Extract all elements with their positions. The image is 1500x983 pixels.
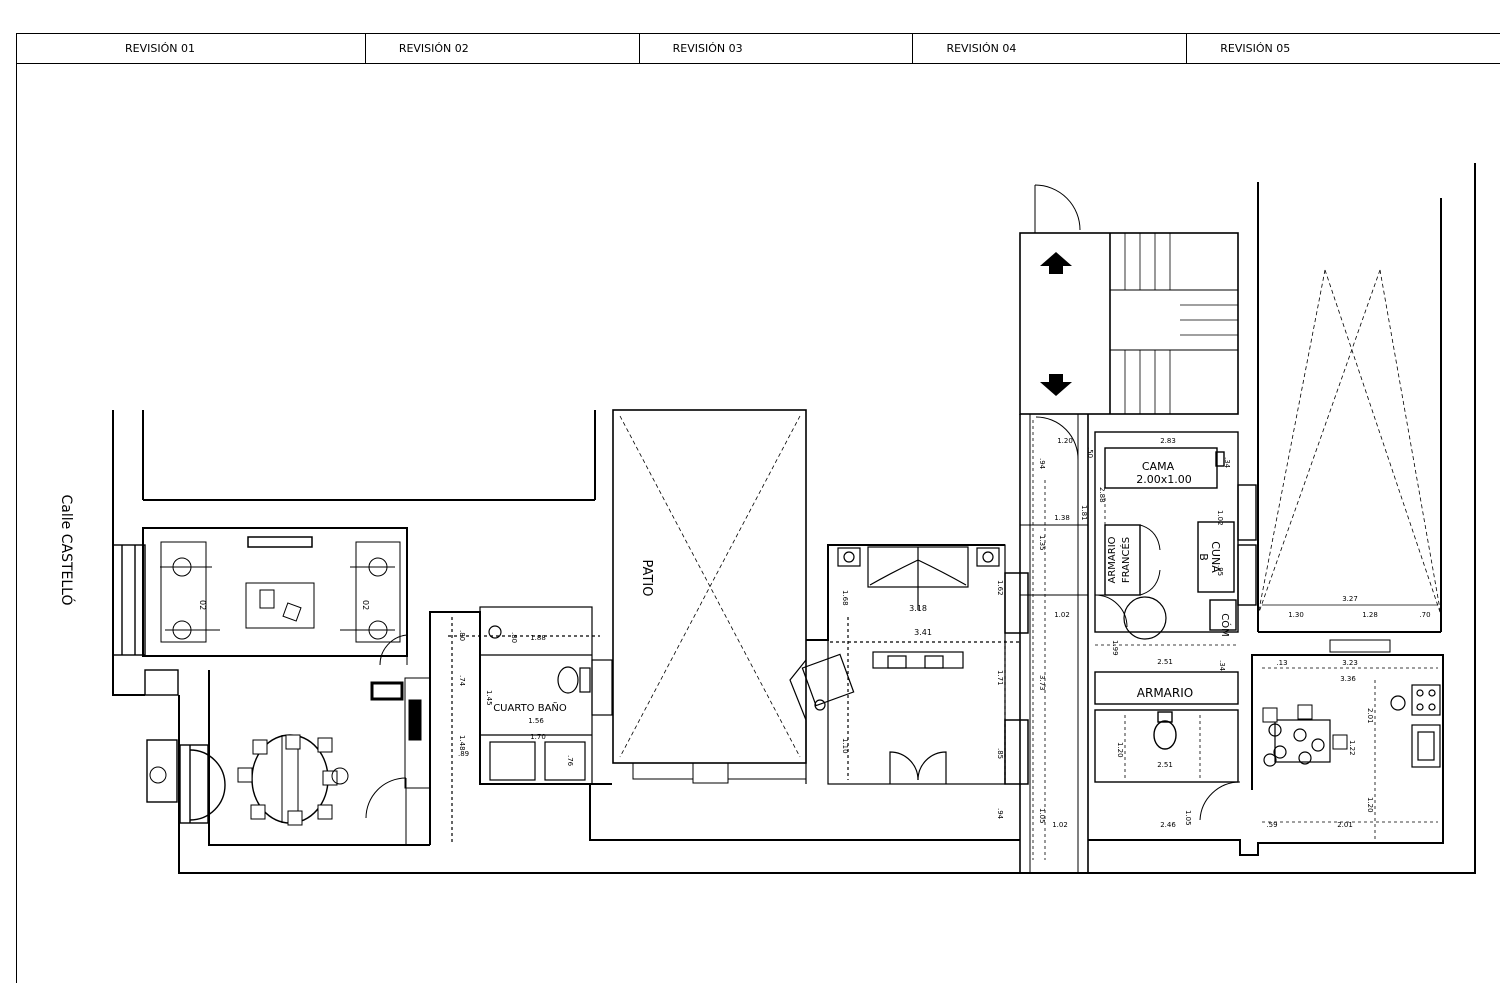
dim-1-22: 1.22 xyxy=(1348,740,1356,756)
dim-1-99: 1.99 xyxy=(1111,640,1119,656)
second-bathroom xyxy=(1094,709,1241,821)
revision-cell-01: REVISIÓN 01 xyxy=(17,34,366,63)
street-label: Calle CASTELLÓ xyxy=(58,495,76,606)
room-label-wardrobe-french-2: FRANCÉS xyxy=(1119,537,1132,583)
dim-3-27: 3.27 xyxy=(1342,595,1358,603)
dim-70: .70 xyxy=(1419,611,1430,619)
dim-85: .85 xyxy=(996,748,1004,759)
dim-89: .89 xyxy=(458,750,469,758)
dim-94b: .94 xyxy=(996,808,1004,820)
dim-3-18: 3.18 xyxy=(909,604,927,613)
terrace xyxy=(1257,269,1442,616)
room-label-wardrobe-french-1: ARMARIO xyxy=(1107,536,1118,583)
dim-1-35: 1.35 xyxy=(1038,535,1046,551)
dim-1-38: 1.38 xyxy=(1054,514,1070,522)
dim-1-45: 1.45 xyxy=(485,690,493,706)
dim-1-81: 1.81 xyxy=(1080,505,1088,521)
room-label-bed-size: 2.00x1.00 xyxy=(1136,473,1192,486)
revision-cell-05: REVISIÓN 05 xyxy=(1220,42,1291,55)
child-bedroom xyxy=(1094,431,1257,705)
dim-02b: 02 xyxy=(361,600,370,610)
dim-34b: .34 xyxy=(1218,660,1226,672)
dim-74: .74 xyxy=(458,675,466,687)
sheet-frame-left xyxy=(16,64,17,983)
dim-1-56: 1.56 xyxy=(528,717,544,725)
stair-landing xyxy=(1019,184,1239,415)
dim-80: .80 xyxy=(510,632,518,643)
dim-76: .76 xyxy=(566,755,574,767)
dim-1-88: 1.88 xyxy=(530,634,546,642)
dim-3-73: 3.73 xyxy=(1038,675,1046,691)
room-label-wardrobe: ARMARIO xyxy=(1137,686,1193,700)
room-label-dresser: CÓM xyxy=(1219,613,1232,636)
dim-1-02b: 1.02 xyxy=(1054,611,1070,619)
dim-1-20a: 1.20 xyxy=(1057,437,1073,445)
left-entry-annex xyxy=(112,544,226,824)
dim-2-83: 2.83 xyxy=(1160,437,1176,445)
terrace-window xyxy=(1329,639,1391,653)
dim-59: .59 xyxy=(1266,821,1277,829)
dim-1-20b: 1.20 xyxy=(1366,797,1374,813)
dim-95: .95 xyxy=(1216,565,1224,576)
dim-1-71: 1.71 xyxy=(996,670,1004,686)
room-label-crib-1: CUNA xyxy=(1209,541,1222,573)
dim-1-28: 1.28 xyxy=(1362,611,1378,619)
dim-1-68: 1.68 xyxy=(841,590,849,606)
dim-1-05b: 1.05 xyxy=(1184,810,1192,826)
revision-bar: REVISIÓN 01 REVISIÓN 02 REVISIÓN 03 REVI… xyxy=(16,33,1500,64)
dim-1-62: 1.62 xyxy=(996,580,1004,596)
arrow-down-icon xyxy=(1040,374,1072,396)
revision-cell-02: REVISIÓN 02 xyxy=(366,34,640,63)
room-label-bathroom: CUARTO BAÑO xyxy=(493,701,567,714)
dim-1-05a: 1.05 xyxy=(1038,808,1046,824)
revision-cell-03: REVISIÓN 03 xyxy=(640,34,914,63)
kitchen xyxy=(1262,667,1441,840)
dim-94: .94 xyxy=(1038,458,1046,470)
room-label-crib-2: B xyxy=(1197,553,1210,561)
arrow-up-icon xyxy=(1040,252,1072,274)
dim-3-41: 3.41 xyxy=(914,628,932,637)
dim-3-23: 3.23 xyxy=(1342,659,1358,667)
master-bedroom xyxy=(801,544,1029,785)
dim-2-88: 2.88 xyxy=(1098,487,1106,503)
dim-2-51a: 2.51 xyxy=(1157,658,1173,666)
dim-2-01a: 2.01 xyxy=(1366,708,1374,724)
dim-1-02c: 1.02 xyxy=(1052,821,1068,829)
dim-1-10: 1.10 xyxy=(841,738,849,754)
dim-1-20c: 1.20 xyxy=(1116,742,1124,758)
dim-1-30: 1.30 xyxy=(1288,611,1304,619)
dim-2-01b: 2.01 xyxy=(1337,821,1353,829)
dim-34: .34 xyxy=(1223,457,1231,469)
dim-1-70: 1.70 xyxy=(530,733,546,741)
bathroom xyxy=(448,606,613,845)
room-label-patio: PATIO xyxy=(639,560,654,597)
dim-02: 02 xyxy=(198,600,207,610)
patio xyxy=(612,409,1005,784)
dim-1-02a: 1.02 xyxy=(1216,510,1224,526)
dim-3-36: 3.36 xyxy=(1340,675,1356,683)
dim-50: .50 xyxy=(1086,447,1094,458)
dim-2-46: 2.46 xyxy=(1160,821,1176,829)
dim-13: .13 xyxy=(1276,659,1287,667)
dim-80b: .80 xyxy=(458,630,466,641)
living-room xyxy=(149,536,431,845)
dim-2-51b: 2.51 xyxy=(1157,761,1173,769)
corridor xyxy=(1019,414,1089,873)
dim-1-48: 1.48 xyxy=(458,735,466,751)
revision-cell-04: REVISIÓN 04 xyxy=(913,34,1188,63)
room-label-bed: CAMA xyxy=(1142,460,1175,473)
